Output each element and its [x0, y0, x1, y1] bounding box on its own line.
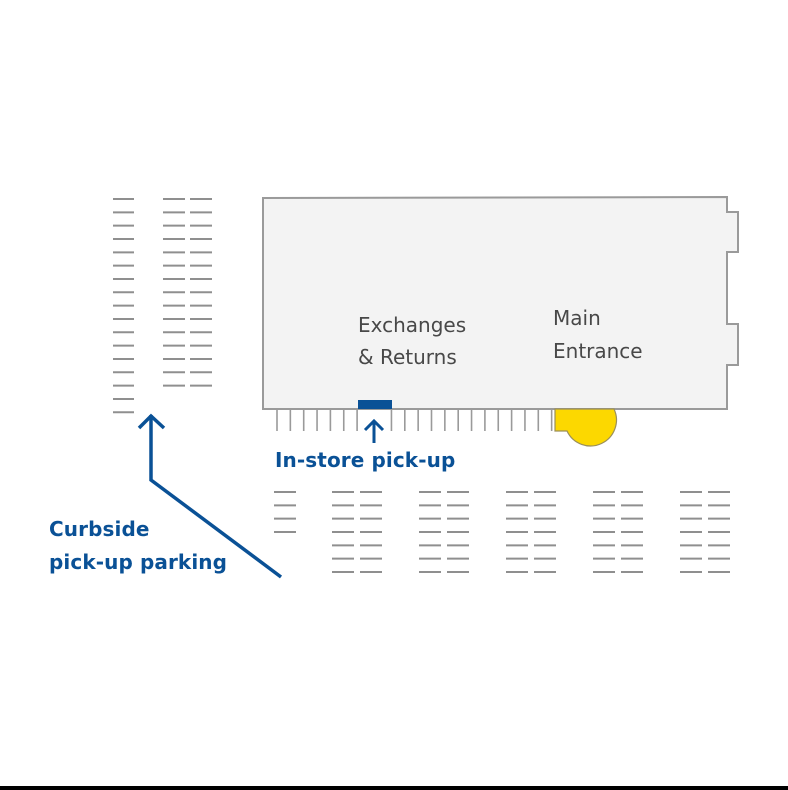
- main-entrance-marker: [554, 408, 618, 447]
- curbside-pickup-arrow-icon: [137, 413, 283, 579]
- exchanges-returns-label-line1: Exchanges: [358, 313, 467, 337]
- storefront-stalls: [276, 410, 553, 431]
- in-store-pickup-door: [358, 400, 392, 409]
- curbside-pickup-label-line1: Curbside: [49, 517, 150, 541]
- main-entrance-label-line1: Main: [553, 306, 601, 330]
- main-entrance-label-line2: Entrance: [553, 339, 643, 363]
- parking-lines: [113, 198, 730, 573]
- curbside-pickup-label-line2: pick-up parking: [49, 550, 228, 574]
- in-store-pickup-label: In-store pick-up: [275, 448, 456, 472]
- bottom-divider: [0, 786, 788, 790]
- exchanges-returns-label-line2: & Returns: [358, 345, 457, 369]
- in-store-pickup-arrow-icon: [363, 418, 385, 443]
- store-building: [262, 195, 739, 410]
